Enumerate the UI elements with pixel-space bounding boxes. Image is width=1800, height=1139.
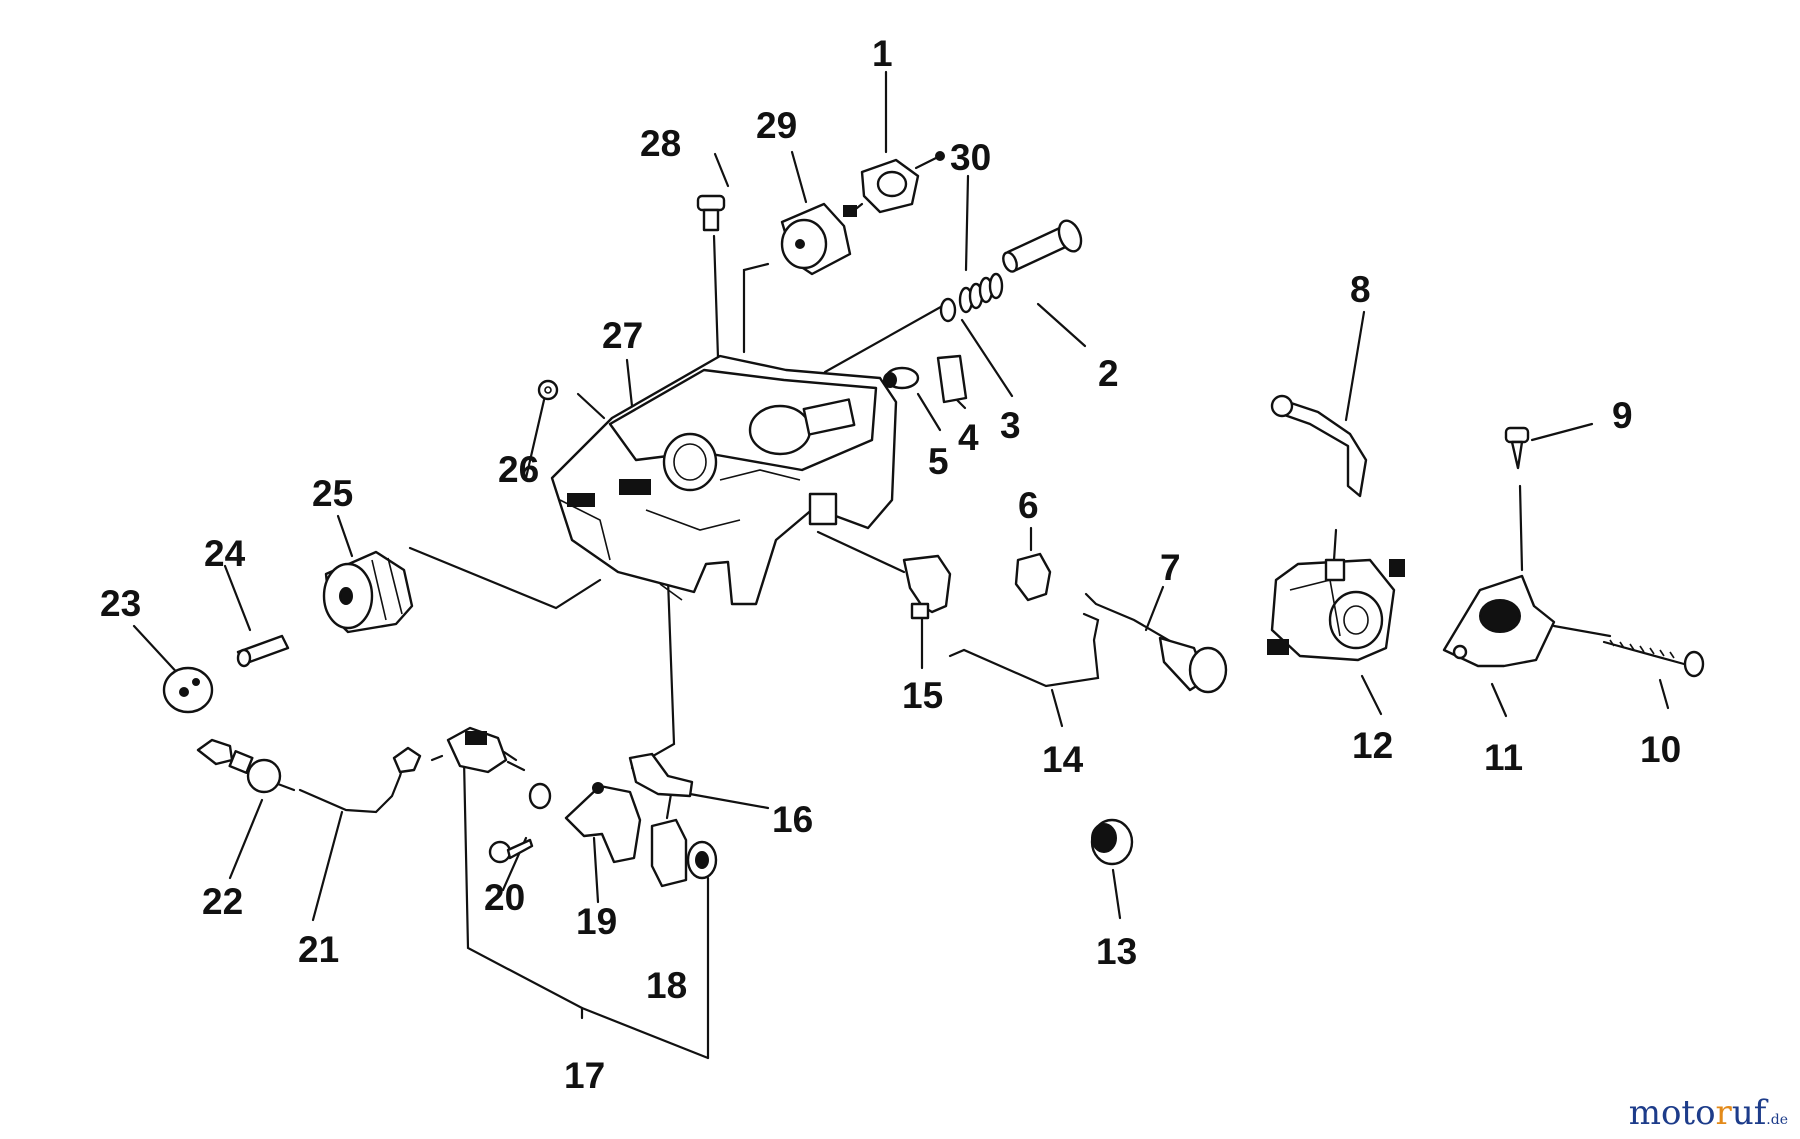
callout-18: 18 [646, 965, 687, 1006]
part-25-mount [322, 550, 414, 634]
part-3-o-ring [939, 297, 957, 323]
watermark-logo: motoruf.de [1629, 1093, 1788, 1133]
part-1-valve [843, 151, 945, 217]
part-6-clip [1014, 552, 1052, 602]
callout-28: 28 [640, 123, 681, 164]
part-13-cap [1090, 818, 1134, 866]
callout-19: 19 [576, 901, 617, 942]
watermark-part4: .de [1766, 1112, 1788, 1128]
part-23-grommet [162, 666, 214, 714]
part-29-cylinder [780, 202, 852, 276]
parts [162, 151, 1705, 888]
part-2-pin [1002, 219, 1083, 273]
part-20-screw [488, 838, 534, 864]
callout-22: 22 [202, 881, 243, 922]
callout-15: 15 [902, 675, 943, 716]
part-4-gasket [936, 354, 968, 404]
part-10-long-screw [1602, 639, 1705, 678]
part-19-lever [528, 782, 642, 864]
part-11-flange [1442, 574, 1556, 668]
part-18-plate [650, 818, 688, 888]
part-8-fuel-hose [1270, 394, 1368, 498]
callout-29: 29 [756, 105, 797, 146]
callout-25: 25 [312, 473, 353, 514]
callout-12: 12 [1352, 725, 1393, 766]
callout-8: 8 [1350, 269, 1371, 310]
callout-3: 3 [1000, 405, 1021, 446]
callout-9: 9 [1612, 395, 1633, 436]
part-24-spacer [236, 634, 290, 668]
part-16-clip [628, 752, 694, 798]
watermark-part2: r [1715, 1093, 1732, 1133]
callout-5: 5 [928, 441, 949, 482]
part-15-bracket [902, 554, 952, 620]
callout-7: 7 [1160, 547, 1181, 588]
callout-27: 27 [602, 315, 643, 356]
callout-30: 30 [950, 137, 991, 178]
part-17-switch [446, 726, 518, 774]
callout-16: 16 [772, 799, 813, 840]
callout-6: 6 [1018, 485, 1039, 526]
callout-labels: 1 2 3 4 5 6 7 8 9 10 11 12 13 14 15 16 1… [100, 33, 1681, 1096]
part-9-screw [1504, 426, 1530, 470]
callout-14: 14 [1042, 739, 1084, 780]
part-7-choke-knob [1084, 592, 1228, 694]
part-12-carburetor [1267, 558, 1405, 662]
part-14-throttle-rod [948, 612, 1100, 688]
callout-21: 21 [298, 929, 339, 970]
callout-23: 23 [100, 583, 141, 624]
part-30-spring [958, 272, 1004, 314]
callout-13: 13 [1096, 931, 1137, 972]
watermark-part1: moto [1628, 1093, 1716, 1133]
callout-10: 10 [1640, 729, 1681, 770]
callout-26: 26 [498, 449, 539, 490]
callout-20: 20 [484, 877, 525, 918]
callout-11: 11 [1484, 737, 1523, 778]
carburetor-housing [550, 354, 898, 606]
part-5-plug [883, 366, 920, 390]
part-22-connector [196, 738, 296, 794]
callout-17: 17 [564, 1055, 605, 1096]
part-21-wire [298, 746, 422, 814]
callout-4: 4 [958, 417, 979, 458]
watermark-part3: uf [1731, 1093, 1767, 1133]
part-26-nut [537, 379, 559, 401]
part-18-washer [686, 840, 718, 880]
callout-2: 2 [1098, 353, 1119, 394]
callout-1: 1 [872, 33, 893, 74]
part-28-screw [696, 194, 726, 232]
callout-24: 24 [204, 533, 246, 574]
